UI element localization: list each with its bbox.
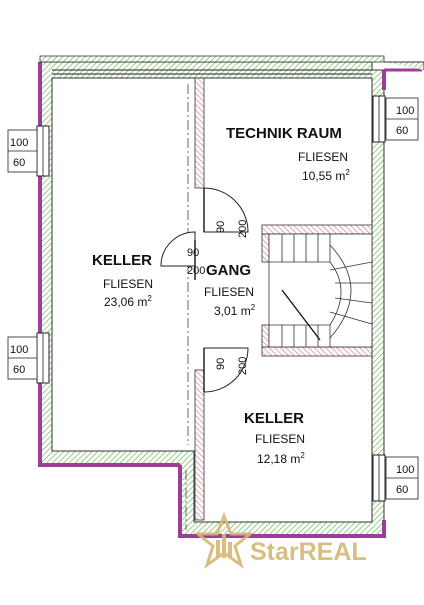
window-left-top-height: 60 xyxy=(13,157,25,169)
room-technik-floor: FLIESEN xyxy=(298,150,348,164)
staircase xyxy=(268,233,373,348)
door-technik-width: 90 xyxy=(215,221,227,233)
door-technik-height: 200 xyxy=(237,220,249,238)
outer-walls xyxy=(38,55,424,538)
window-left-top-width: 100 xyxy=(10,137,28,149)
room-keller-bottom-area: 12,18 m2 xyxy=(257,451,305,466)
door-keller-left-width: 90 xyxy=(187,247,199,259)
room-keller-left-name: KELLER xyxy=(92,252,152,269)
room-gang-area: 3,01 m2 xyxy=(214,303,256,318)
door-keller-bottom xyxy=(203,347,249,393)
room-keller-bottom-floor: FLIESEN xyxy=(255,432,305,446)
starreal-logo: StarREAL xyxy=(193,511,367,569)
window-right-bottom xyxy=(372,454,419,502)
room-keller-left-floor: FLIESEN xyxy=(103,277,153,291)
room-gang-name: GANG xyxy=(206,262,251,279)
window-left-top xyxy=(7,125,50,177)
window-left-bottom-width: 100 xyxy=(10,344,28,356)
window-right-top xyxy=(372,95,419,143)
window-right-bottom-width: 100 xyxy=(396,464,414,476)
door-keller-bottom-height: 200 xyxy=(237,357,249,375)
logo-text: StarREAL xyxy=(250,538,367,566)
room-technik-area: 10,55 m2 xyxy=(302,168,350,183)
door-technik xyxy=(203,187,249,233)
room-gang-floor: FLIESEN xyxy=(204,285,254,299)
door-keller-left-height: 200 xyxy=(187,265,205,277)
door-keller-bottom-width: 90 xyxy=(215,358,227,370)
window-right-top-width: 100 xyxy=(396,105,414,117)
window-right-bottom-height: 60 xyxy=(396,484,408,496)
door-keller-left xyxy=(160,231,196,280)
room-keller-bottom-name: KELLER xyxy=(244,410,304,427)
room-keller-left-area: 23,06 m2 xyxy=(104,294,152,309)
room-technik-name: TECHNIK RAUM xyxy=(226,125,342,142)
window-left-bottom-height: 60 xyxy=(13,364,25,376)
window-right-top-height: 60 xyxy=(396,125,408,137)
window-left-bottom xyxy=(7,332,50,384)
